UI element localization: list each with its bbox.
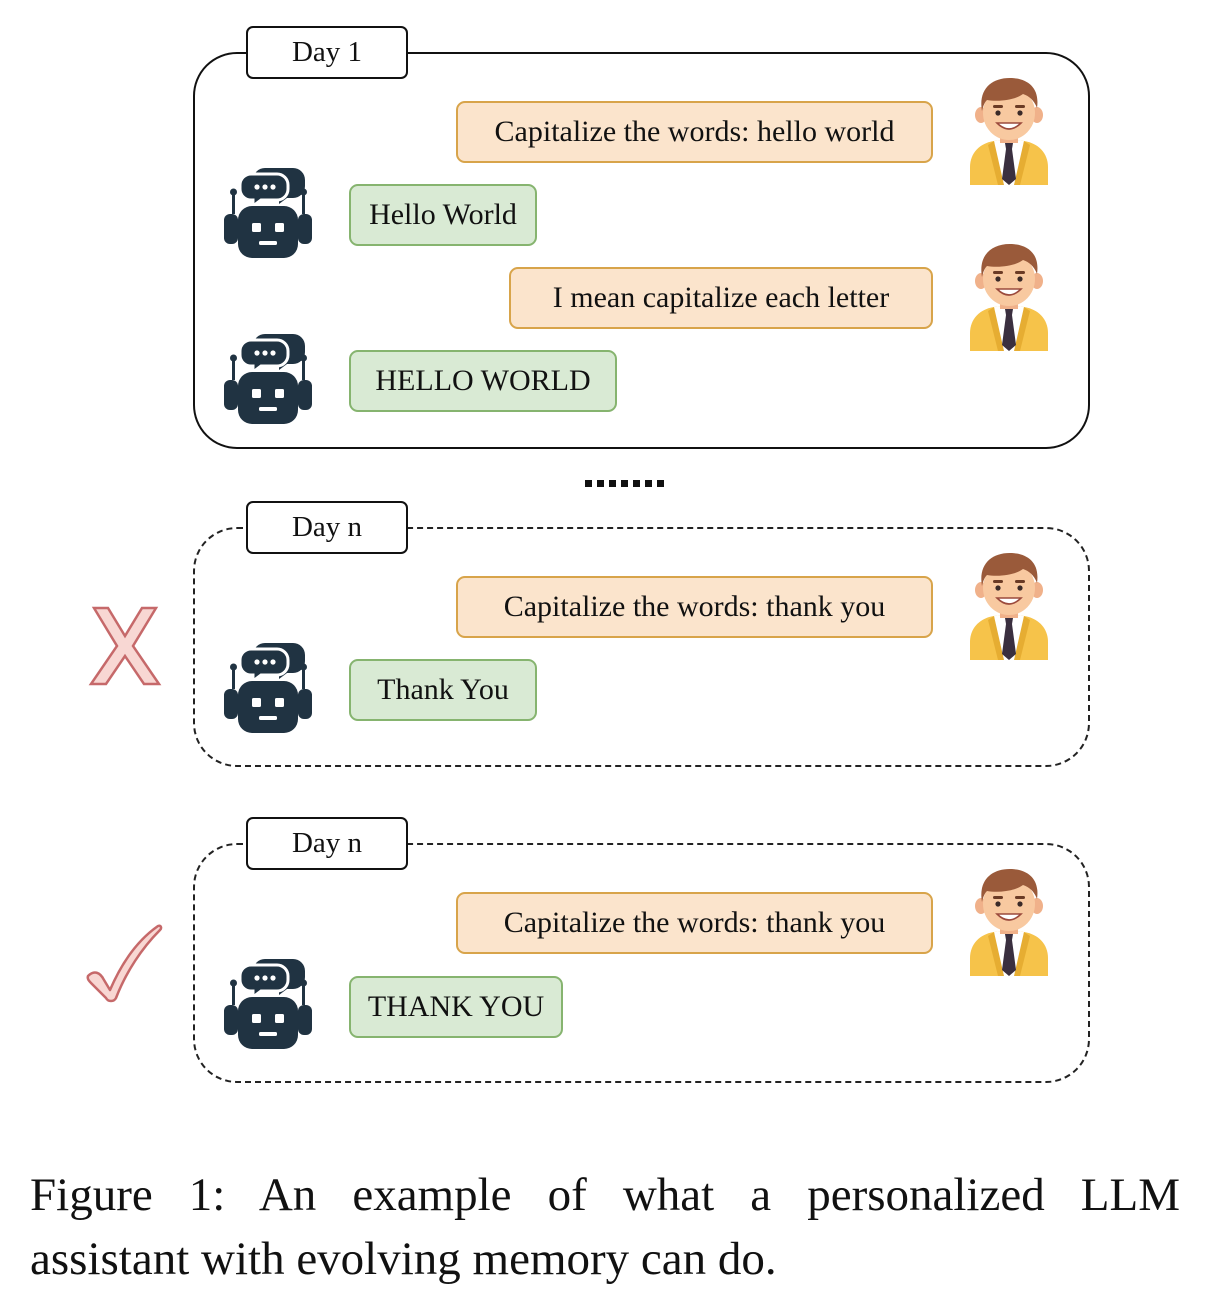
user-avatar-icon xyxy=(964,243,1054,351)
user-message: Capitalize the words: thank you xyxy=(456,892,933,954)
user-avatar-icon xyxy=(964,552,1054,660)
ellipsis-separator xyxy=(585,480,664,487)
check-mark-icon xyxy=(86,924,163,1003)
user-message: Capitalize the words: thank you xyxy=(456,576,933,638)
figure-caption: Figure 1: An example of what a personali… xyxy=(30,1163,1180,1291)
caption-line: assistant with evolving memory can do. xyxy=(30,1233,777,1285)
day-label: Day n xyxy=(246,817,408,870)
day-n-wrong-panel xyxy=(193,527,1090,767)
robot-icon xyxy=(221,330,315,426)
day-n-correct-panel xyxy=(193,843,1090,1083)
assistant-message: HELLO WORLD xyxy=(349,350,617,412)
day-1-panel xyxy=(193,52,1090,449)
assistant-message: Hello World xyxy=(349,184,537,246)
user-message: I mean capitalize each letter xyxy=(509,267,933,329)
user-avatar-icon xyxy=(964,77,1054,185)
cross-mark-icon xyxy=(88,606,162,686)
robot-icon xyxy=(221,639,315,735)
user-avatar-icon xyxy=(964,868,1054,976)
assistant-message: Thank You xyxy=(349,659,537,721)
day-label: Day 1 xyxy=(246,26,408,79)
caption-line: Figure 1: An example of what a personali… xyxy=(30,1169,1180,1221)
assistant-message: THANK YOU xyxy=(349,976,563,1038)
robot-icon xyxy=(221,164,315,260)
day-label: Day n xyxy=(246,501,408,554)
robot-icon xyxy=(221,955,315,1051)
user-message: Capitalize the words: hello world xyxy=(456,101,933,163)
